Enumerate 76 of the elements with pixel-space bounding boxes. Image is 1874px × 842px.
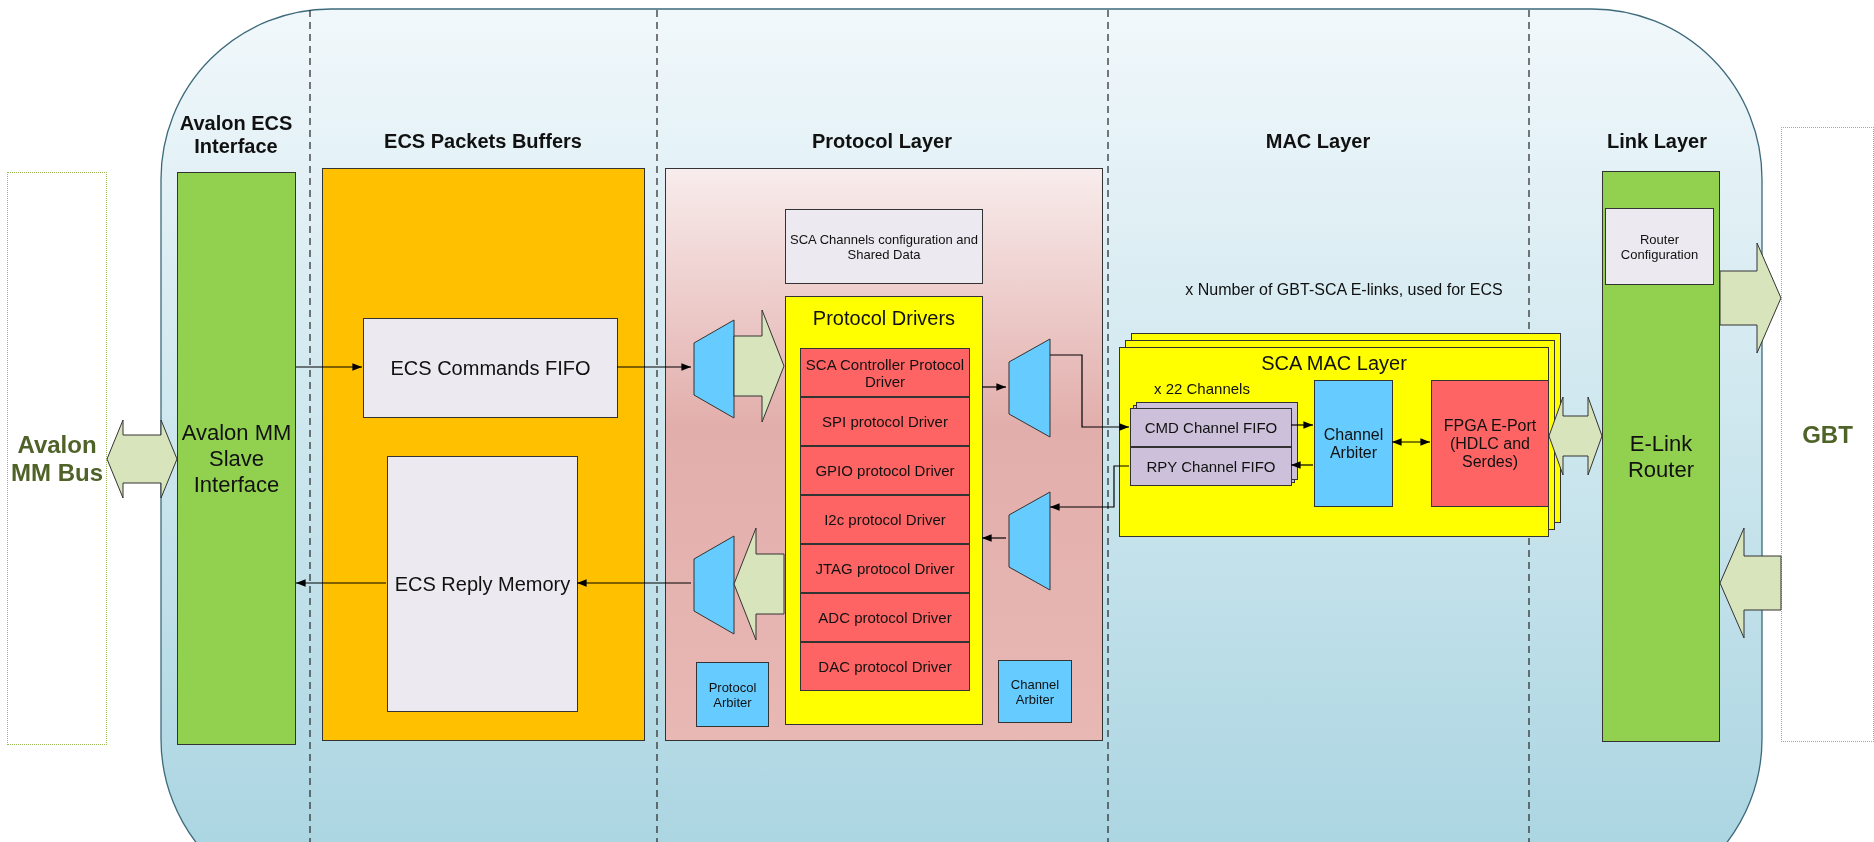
arbiter-box (696, 662, 769, 727)
bus-box (1781, 127, 1874, 742)
block-arrow (1719, 242, 1782, 354)
box-label: I2c protocol Driver (824, 511, 946, 528)
box-label: Avalon MM Slave Interface (180, 419, 293, 498)
driver-box (800, 495, 970, 544)
driver-box (800, 544, 970, 593)
arrow (1290, 461, 1314, 469)
panel-title: Protocol Drivers (811, 307, 957, 330)
bus-box (7, 172, 107, 745)
arrow (576, 579, 692, 587)
router-block (1602, 171, 1720, 742)
column-heading: Link Layer (1605, 130, 1708, 153)
column-heading: Protocol Layer (810, 130, 953, 153)
arrow (981, 534, 1007, 542)
driver-box (800, 397, 970, 446)
box-label: SCA Channels configuration and Shared Data (789, 231, 979, 262)
arrow (1049, 465, 1130, 511)
box-label: ADC protocol Driver (818, 609, 952, 626)
bus-label: GBT (1802, 420, 1853, 449)
arbiter-box (998, 660, 1072, 723)
arrow (1391, 438, 1431, 446)
multiplicity-note: x Number of GBT-SCA E-links, used for ECS (1184, 281, 1504, 299)
block-arrow (733, 309, 785, 423)
arrow (616, 363, 692, 371)
column-heading: MAC Layer (1264, 130, 1372, 153)
config-box (785, 209, 983, 284)
multiplexer-symbol (1007, 491, 1051, 591)
column-heading: Avalon ECS Interface (178, 112, 294, 158)
config-box (1605, 208, 1714, 285)
block-arrow (106, 419, 178, 499)
block-arrow (1548, 396, 1603, 476)
fifo-box (363, 318, 618, 418)
box-label: Channel Arbiter (1322, 425, 1385, 462)
box-label: ECS Reply Memory (394, 572, 571, 596)
arrow (295, 579, 387, 587)
box-label: CMD Channel FIFO (1144, 419, 1278, 436)
arrow (1049, 354, 1130, 431)
fifo-box (1130, 447, 1292, 486)
box-label: FPGA E-Port (HDLC and Serdes) (1442, 416, 1538, 471)
block-arrow (733, 527, 785, 641)
box-label: ECS Commands FIFO (390, 356, 591, 380)
arrow (295, 363, 363, 371)
memory-box (387, 456, 578, 712)
layer-panel (665, 168, 1103, 741)
box-label: SPI protocol Driver (822, 413, 948, 430)
multiplexer-symbol (1007, 338, 1051, 438)
panel-title: SCA MAC Layer (1260, 352, 1408, 375)
driver-box (800, 446, 970, 495)
multiplexer-symbol (692, 535, 735, 635)
box-label: E-Link Router (1626, 430, 1695, 483)
channel-count-label: x 22 Channels (1154, 380, 1250, 397)
mac-layer-box (1119, 347, 1549, 537)
driver-box (800, 348, 970, 397)
arbiter-box (1314, 380, 1393, 507)
box-label: Channel Arbiter (1009, 676, 1061, 707)
multiplexer-symbol (692, 319, 735, 419)
column-heading: ECS Packets Buffers (383, 130, 583, 153)
box-label: JTAG protocol Driver (815, 560, 955, 577)
fifo-box (1130, 408, 1292, 447)
driver-box (800, 593, 970, 642)
bus-label: Avalon MM Bus (10, 430, 104, 487)
box-label: GPIO protocol Driver (815, 462, 955, 479)
buffer-panel (322, 168, 645, 741)
box-label: DAC protocol Driver (818, 658, 952, 675)
box-label: Protocol Arbiter (707, 679, 758, 710)
interface-block (177, 172, 296, 745)
arrow (1290, 421, 1314, 429)
box-label: Router Configuration (1619, 231, 1700, 262)
port-box (1431, 380, 1549, 507)
arrow (981, 383, 1007, 391)
block-arrow (1719, 527, 1782, 639)
driver-box (800, 642, 970, 691)
box-label: RPY Channel FIFO (1146, 458, 1276, 475)
box-label: SCA Controller Protocol Driver (804, 355, 966, 390)
driver-panel (785, 296, 983, 725)
